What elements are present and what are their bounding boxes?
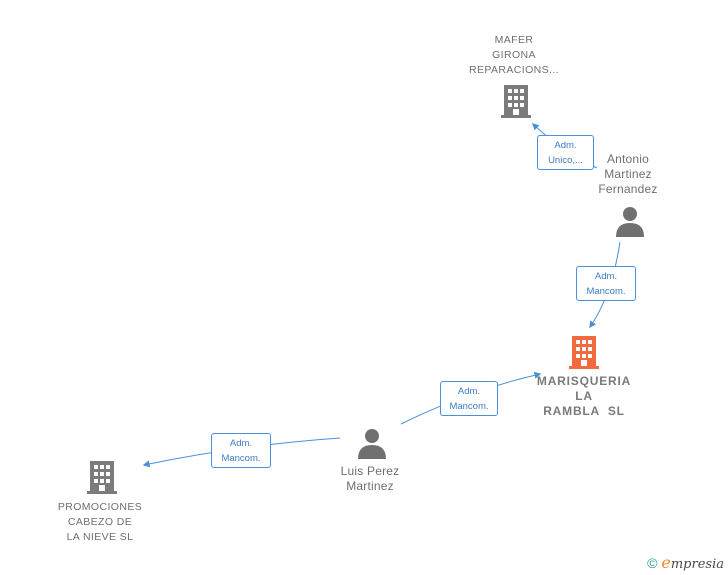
- edge-label-luis-promociones[interactable]: Adm. Mancom.: [211, 433, 271, 468]
- node-label-marisqueria[interactable]: MARISQUERIA LA RAMBLA SL: [524, 374, 644, 419]
- label-line: Antonio: [606, 152, 650, 166]
- brand-watermark: ©empresia: [647, 553, 724, 572]
- building-icon[interactable]: [87, 461, 117, 494]
- copyright-icon: ©: [647, 555, 658, 571]
- edge-label-antonio-marisqueria[interactable]: Adm. Mancom.: [576, 266, 636, 301]
- brand-logo-text: mpresia: [670, 557, 724, 572]
- label-line: LA: [575, 389, 593, 403]
- label-line: Luis Perez: [340, 464, 400, 478]
- node-label-antonio[interactable]: Antonio Martinez Fernandez: [578, 152, 678, 197]
- edge-label-line: Mancom.: [221, 453, 261, 464]
- edge-label-line: Adm.: [554, 140, 577, 151]
- label-line: Fernandez: [598, 182, 658, 196]
- node-label-luis[interactable]: Luis Perez Martinez: [320, 464, 420, 494]
- brand-logo-initial: e: [661, 553, 671, 572]
- edge-label-luis-marisqueria[interactable]: Adm. Mancom.: [440, 381, 498, 416]
- label-line: GIRONA: [492, 49, 536, 61]
- label-line: LA NIEVE SL: [66, 531, 134, 543]
- node-label-mafer[interactable]: MAFER GIRONA REPARACIONS...: [454, 33, 574, 78]
- label-line: Martinez: [346, 479, 394, 493]
- label-line: MARISQUERIA: [536, 374, 632, 388]
- person-icon[interactable]: [616, 207, 644, 237]
- building-icon[interactable]: [569, 336, 599, 369]
- edge-label-line: Adm.: [457, 386, 481, 397]
- building-icon[interactable]: [501, 85, 531, 118]
- label-line: MAFER: [494, 34, 534, 46]
- edge-label-line: Adm.: [594, 271, 618, 282]
- node-label-promociones[interactable]: PROMOCIONES CABEZO DE LA NIEVE SL: [40, 500, 160, 545]
- edge-label-line: Mancom.: [586, 286, 626, 297]
- label-line: PROMOCIONES: [57, 501, 143, 513]
- label-line: CABEZO DE: [67, 516, 133, 528]
- label-line: RAMBLA SL: [543, 404, 625, 418]
- label-line: REPARACIONS...: [468, 64, 559, 76]
- person-icon[interactable]: [358, 429, 386, 459]
- edge-label-line: Mancom.: [449, 401, 489, 412]
- edge-label-antonio-mafer[interactable]: Adm. Unico,...: [537, 135, 594, 170]
- edge-label-line: Unico,...: [548, 155, 583, 166]
- label-line: Martinez: [604, 167, 652, 181]
- edge-label-line: Adm.: [229, 438, 253, 449]
